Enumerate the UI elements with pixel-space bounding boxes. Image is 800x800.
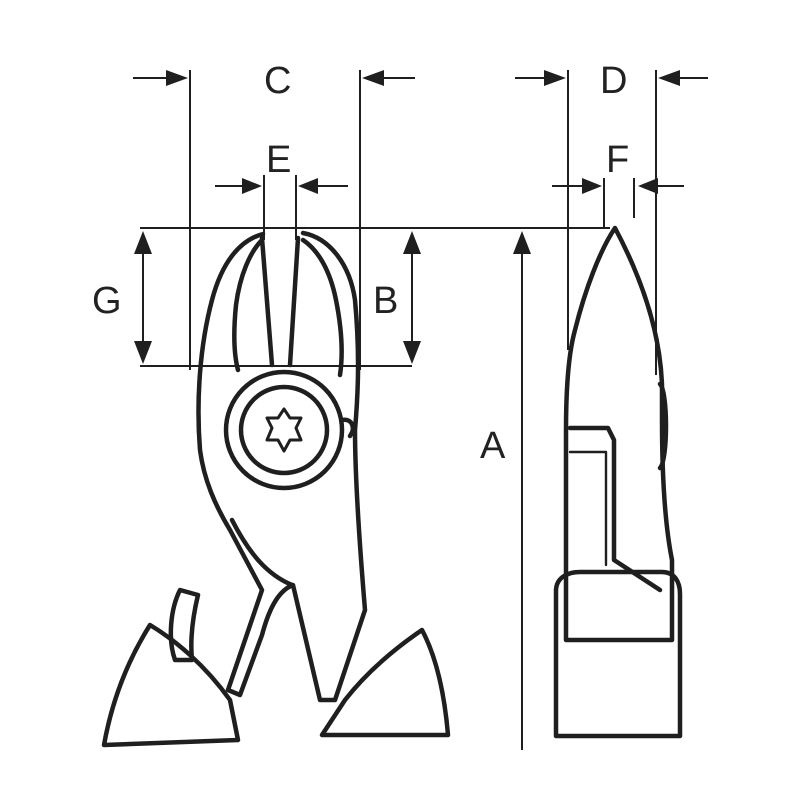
dimension-labels: C E G B A D F: [92, 60, 629, 467]
label-c: C: [264, 60, 291, 102]
dim-a-top-arrow: [513, 231, 531, 254]
jaw-cavity-right: [300, 237, 344, 378]
side-grip: [553, 569, 683, 739]
dim-e-left-arrow: [242, 178, 262, 194]
dim-e-right-arrow: [298, 178, 318, 194]
dim-b-bottom-arrow: [403, 341, 421, 364]
label-e: E: [266, 139, 291, 181]
torx-head-icon: [265, 407, 303, 453]
side-body-outline: [563, 225, 675, 643]
label-g: G: [92, 280, 122, 322]
side-view: [553, 225, 683, 739]
dim-g-bottom-arrow: [134, 341, 152, 364]
dim-f-left-arrow: [582, 178, 602, 194]
front-body-outline: [196, 230, 368, 703]
label-f: F: [606, 139, 629, 181]
dim-f-right-arrow: [638, 178, 658, 194]
cutting-edge-left: [259, 235, 275, 368]
dim-c-right-arrow: [362, 70, 384, 86]
pivot-ear: [339, 417, 355, 439]
cutting-edge-right: [287, 235, 301, 368]
side-joint-inner: [568, 450, 608, 567]
grip-left: [101, 622, 241, 748]
jaw-cavity: [232, 237, 265, 373]
pivot-boss: [223, 369, 345, 491]
label-b: B: [373, 280, 398, 322]
handle-cross: [229, 517, 295, 588]
grip-right: [319, 627, 451, 738]
handle-groove: [168, 587, 201, 663]
dim-d-left-arrow: [544, 70, 566, 86]
dim-c-left-arrow: [166, 70, 188, 86]
label-d: D: [600, 60, 627, 102]
dim-d-right-arrow: [658, 70, 680, 86]
dim-g-top-arrow: [134, 231, 152, 254]
side-lug: [657, 381, 669, 471]
front-view: [101, 230, 451, 748]
dimension-lines: [133, 70, 708, 750]
dim-b-top-arrow: [403, 231, 421, 254]
label-a: A: [480, 425, 506, 467]
pivot-screw: [238, 384, 330, 476]
